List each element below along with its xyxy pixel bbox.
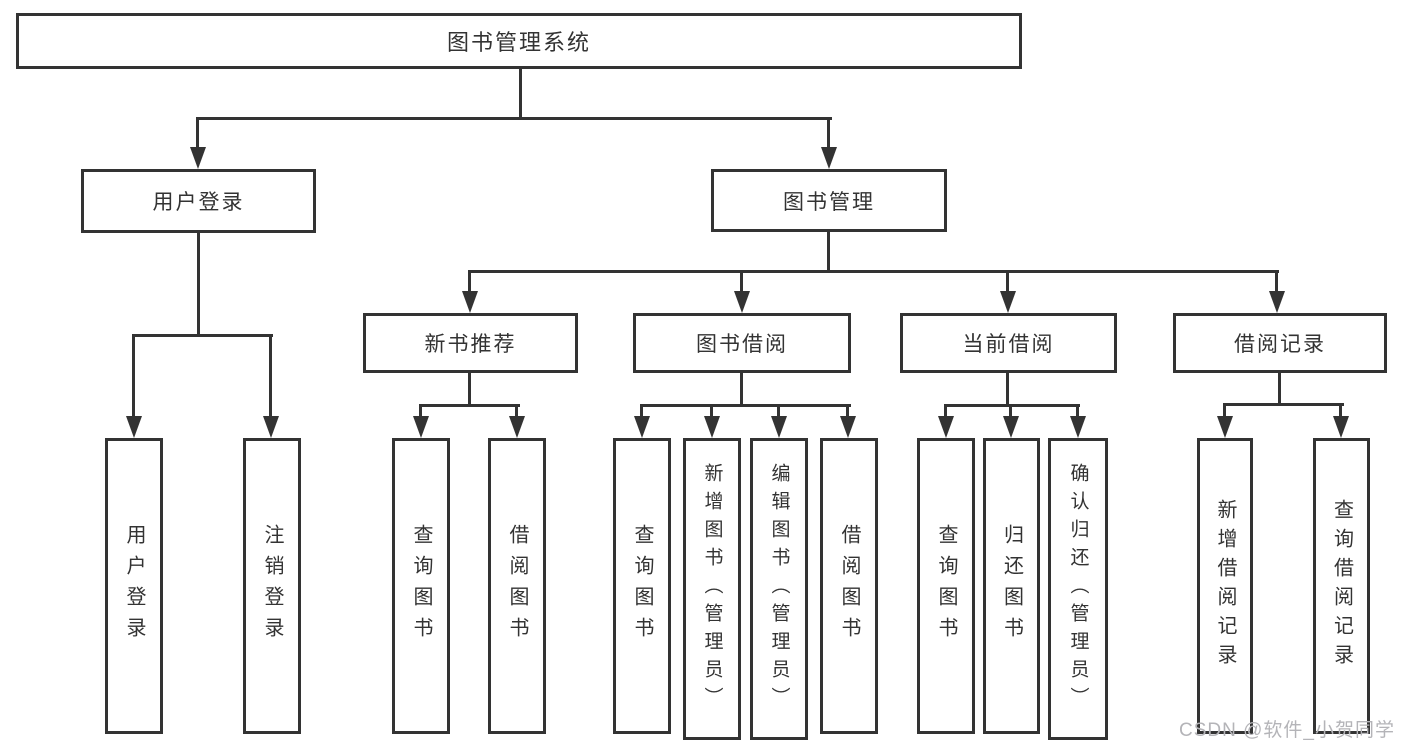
connector-cb-stem (1006, 373, 1009, 407)
arrowhead-to-borrow-record (1269, 291, 1285, 313)
connector-bb-rail (640, 404, 851, 407)
connector-root-stem (519, 69, 522, 119)
leaf-cb-confirm-return-admin-label: 确认归还（管理员） (1067, 463, 1089, 715)
arrowhead-bb-leaf-4 (840, 416, 856, 438)
connector-root-drop-left (196, 117, 199, 150)
connector-nbr-drop-1 (419, 404, 422, 420)
node-borrow-record-label: 借阅记录 (1234, 333, 1326, 356)
leaf-br-add-record-label: 新增借阅记录 (1214, 499, 1236, 673)
connector-bb-drop-1 (640, 404, 643, 420)
leaf-br-add-record: 新增借阅记录 (1197, 438, 1253, 734)
leaf-cb-return-books-label: 归还图书 (1000, 524, 1023, 648)
connector-bb-drop-2 (710, 404, 713, 420)
connector-root-rail (196, 117, 832, 120)
leaf-logout: 注销登录 (243, 438, 301, 734)
connector-cb-drop-1 (944, 404, 947, 420)
connector-nbr-drop-2 (515, 404, 518, 420)
arrowhead-bb-leaf-2 (704, 416, 720, 438)
node-book-borrow-label: 图书借阅 (696, 333, 788, 356)
arrowhead-cb-leaf-3 (1070, 416, 1086, 438)
node-book-mgmt: 图书管理 (711, 169, 947, 232)
leaf-bb-query-books-label: 查询图书 (631, 524, 653, 648)
arrowhead-bb-leaf-3 (771, 416, 787, 438)
connector-br-drop-2 (1339, 403, 1342, 420)
leaf-nbr-borrow-books-label: 借阅图书 (506, 524, 528, 648)
csdn-watermark: CSDN @软件_小贺同学 (1179, 720, 1395, 741)
arrowhead-to-current-borrow (1000, 291, 1016, 313)
connector-bookmgmt-drop-4 (1275, 270, 1278, 294)
arrowhead-to-user-login (190, 147, 206, 169)
node-user-login-label: 用户登录 (152, 191, 245, 214)
leaf-user-login-label: 用户登录 (123, 524, 145, 648)
leaf-bb-edit-books-admin-label: 编辑图书（管理员） (768, 463, 790, 715)
connector-userlogin-drop-2 (269, 334, 272, 419)
connector-bookmgmt-stem (827, 232, 830, 273)
connector-br-stem (1278, 373, 1281, 406)
node-root-label: 图书管理系统 (446, 30, 591, 55)
connector-bb-drop-3 (777, 404, 780, 420)
connector-br-drop-1 (1223, 403, 1226, 420)
connector-bookmgmt-drop-3 (1006, 270, 1009, 294)
node-book-borrow: 图书借阅 (633, 313, 851, 373)
arrowhead-to-leaf-user-login (126, 416, 142, 438)
connector-br-rail (1223, 403, 1344, 406)
node-borrow-record: 借阅记录 (1173, 313, 1387, 373)
leaf-cb-return-books: 归还图书 (983, 438, 1040, 734)
arrowhead-to-book-borrow (734, 291, 750, 313)
connector-bookmgmt-drop-2 (740, 270, 743, 294)
arrowhead-bb-leaf-1 (634, 416, 650, 438)
arrowhead-cb-leaf-1 (938, 416, 954, 438)
leaf-user-login: 用户登录 (105, 438, 163, 734)
node-book-mgmt-label: 图书管理 (783, 190, 875, 214)
connector-nbr-stem (468, 373, 471, 407)
leaf-cb-query-books-label: 查询图书 (935, 524, 957, 648)
leaf-nbr-query-books: 查询图书 (392, 438, 450, 734)
leaf-cb-confirm-return-admin: 确认归还（管理员） (1048, 438, 1108, 740)
leaf-br-query-record: 查询借阅记录 (1313, 438, 1370, 734)
leaf-cb-query-books: 查询图书 (917, 438, 975, 734)
connector-cb-drop-2 (1009, 404, 1012, 420)
connector-bb-drop-4 (846, 404, 849, 420)
connector-bb-stem (740, 373, 743, 407)
leaf-bb-add-books-admin-label: 新增图书（管理员） (701, 463, 723, 715)
leaf-logout-label: 注销登录 (261, 524, 283, 648)
node-current-borrow-label: 当前借阅 (962, 333, 1055, 356)
leaf-nbr-borrow-books: 借阅图书 (488, 438, 546, 734)
arrowhead-nbr-leaf-2 (509, 416, 525, 438)
leaf-bb-edit-books-admin: 编辑图书（管理员） (750, 438, 808, 740)
arrowhead-to-leaf-logout (263, 416, 279, 438)
arrowhead-to-book-mgmt (821, 147, 837, 169)
connector-cb-rail (944, 404, 1080, 407)
connector-cb-drop-3 (1076, 404, 1079, 420)
arrowhead-nbr-leaf-1 (413, 416, 429, 438)
connector-userlogin-stem (197, 233, 200, 337)
leaf-bb-borrow-books: 借阅图书 (820, 438, 878, 734)
arrowhead-br-leaf-2 (1333, 416, 1349, 438)
node-new-book-rec: 新书推荐 (363, 313, 578, 373)
leaf-bb-add-books-admin: 新增图书（管理员） (683, 438, 741, 740)
leaf-br-query-record-label: 查询借阅记录 (1330, 499, 1353, 673)
node-root: 图书管理系统 (16, 13, 1022, 69)
leaf-bb-query-books: 查询图书 (613, 438, 671, 734)
arrowhead-to-new-book-rec (462, 291, 478, 313)
leaf-nbr-query-books-label: 查询图书 (410, 524, 432, 648)
node-new-book-rec-label: 新书推荐 (424, 333, 517, 356)
connector-userlogin-rail (132, 334, 273, 337)
arrowhead-br-leaf-1 (1217, 416, 1233, 438)
connector-root-drop-right (827, 117, 830, 150)
leaf-bb-borrow-books-label: 借阅图书 (838, 524, 860, 648)
connector-nbr-rail (419, 404, 520, 407)
node-user-login: 用户登录 (81, 169, 316, 233)
node-current-borrow: 当前借阅 (900, 313, 1117, 373)
connector-userlogin-drop-1 (132, 334, 135, 419)
arrowhead-cb-leaf-2 (1003, 416, 1019, 438)
connector-bookmgmt-rail (468, 270, 1279, 273)
connector-bookmgmt-drop-1 (468, 270, 471, 294)
